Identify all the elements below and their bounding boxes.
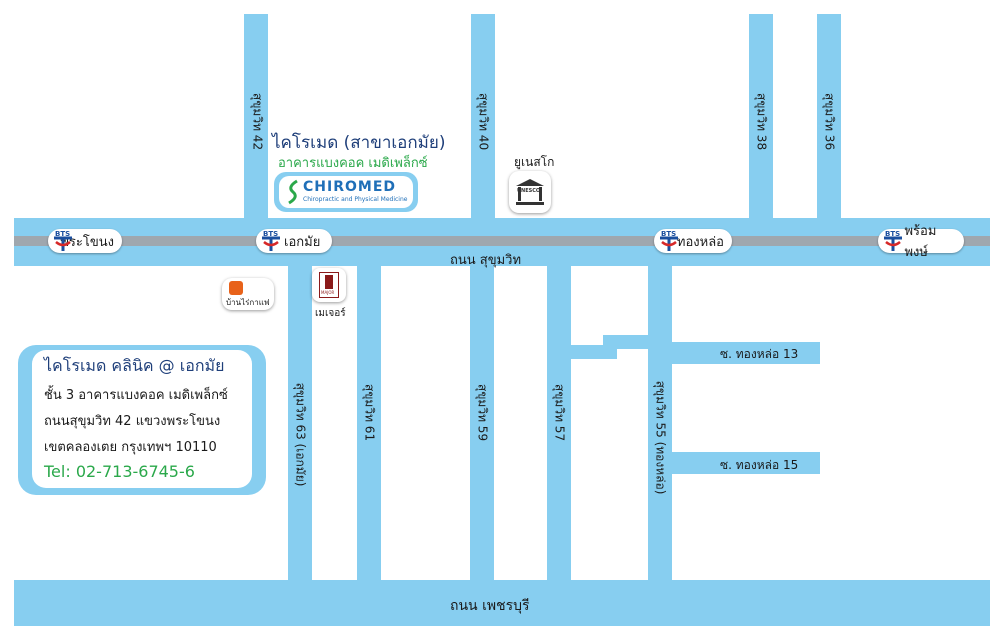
- clinic-title: ไคโรเมด คลินิค @ เอกมัย: [44, 356, 225, 375]
- bts-logo-icon: BTS: [52, 230, 72, 252]
- bts-station-ekkamai[interactable]: BTS เอกมัย: [256, 229, 332, 253]
- road-soi-42: [244, 14, 268, 220]
- road-soi-59: [470, 264, 494, 582]
- branch-building: อาคารแบงคอค เมดิเพล็กซ์: [278, 156, 428, 171]
- unesco-label: ยูเนสโก: [514, 155, 555, 169]
- clinic-address-line2: ถนนสุขุมวิท 42 แขวงพระโขนง: [44, 414, 221, 429]
- unesco-logo[interactable]: UNESCO: [509, 171, 551, 213]
- bts-logo-icon: BTS: [882, 230, 902, 252]
- label-sukhumvit: ถนน สุขุมวิท: [450, 253, 522, 268]
- label-thonglor-15: ซ. ทองหล่อ 15: [720, 458, 799, 472]
- major-logo[interactable]: MAJOR: [312, 268, 346, 302]
- bts-station-phra-khanong[interactable]: BTS พระโขนง: [48, 229, 122, 253]
- bts-logo-icon: BTS: [658, 230, 678, 252]
- bts-station-phrom-phong[interactable]: BTS พร้อมพงษ์: [878, 224, 964, 260]
- chiromed-logo-name: CHIROMED: [303, 179, 396, 195]
- bts-station-thonglor[interactable]: BTS ทองหล่อ: [654, 229, 732, 253]
- bts-rail: [14, 236, 990, 246]
- bts-station-name: เอกมัย: [284, 234, 321, 250]
- branch-title: ไคโรเมด (สาขาเอกมัย): [272, 133, 446, 153]
- chiromed-logo-tagline: Chiropractic and Physical Medicine: [303, 196, 408, 203]
- road-thonglor-13: [660, 342, 820, 364]
- road-connector: [560, 335, 670, 359]
- bts-station-name: พร้อมพงษ์: [904, 224, 937, 260]
- unesco-logo-text: UNESCO: [517, 188, 541, 194]
- label-soi-63: สุขุมวิท 63 (เอกมัย): [293, 382, 308, 487]
- road-soi-63: [288, 264, 312, 582]
- cafe-icon: [229, 281, 243, 295]
- chiromed-logo[interactable]: CHIROMED Chiropractic and Physical Medic…: [274, 172, 418, 212]
- label-soi-55: สุขุมวิท 55 (ทองหล่อ): [653, 380, 668, 495]
- label-soi-36: สุขุมวิท 36: [822, 92, 837, 151]
- road-soi-36: [817, 14, 841, 220]
- label-thonglor-13: ซ. ทองหล่อ 13: [720, 347, 799, 361]
- road-petchaburi: [14, 580, 990, 626]
- road-soi-57: [547, 264, 571, 582]
- clinic-address-line1: ชั้น 3 อาคารแบงคอค เมดิเพล็กซ์: [44, 388, 228, 403]
- road-thonglor-15: [660, 452, 820, 474]
- label-soi-38: สุขุมวิท 38: [754, 92, 769, 151]
- bts-station-name: ทองหล่อ: [676, 234, 724, 250]
- cafe-logo[interactable]: บ้านไร่กาแฟ: [222, 278, 274, 310]
- road-soi-38: [749, 14, 773, 220]
- clinic-address-line3: เขตคลองเตย กรุงเทพฯ 10110: [44, 440, 217, 455]
- bts-station-name: พระโขนง: [60, 234, 114, 250]
- label-soi-61: สุขุมวิท 61: [362, 383, 377, 442]
- label-soi-40: สุขุมวิท 40: [476, 92, 491, 151]
- label-soi-57: สุขุมวิท 57: [552, 383, 567, 442]
- road-soi-40: [471, 14, 495, 220]
- label-petchaburi: ถนน เพชรบุรี: [450, 598, 530, 614]
- bts-logo-icon: BTS: [260, 230, 282, 252]
- major-icon: MAJOR: [319, 272, 339, 298]
- clinic-info-inner: ไคโรเมด คลินิค @ เอกมัย ชั้น 3 อาคารแบงค…: [32, 350, 252, 488]
- road-soi-61: [357, 264, 381, 582]
- cafe-label: บ้านไร่กาแฟ: [226, 298, 270, 307]
- road-soi-55: [648, 264, 672, 582]
- label-soi-59: สุขุมวิท 59: [475, 383, 490, 442]
- label-soi-42: สุขุมวิท 42: [250, 92, 265, 151]
- unesco-temple-icon: [516, 179, 544, 205]
- major-label: เมเจอร์: [315, 308, 346, 319]
- major-logo-text: MAJOR: [321, 290, 335, 295]
- clinic-phone[interactable]: Tel: 02-713-6745-6: [44, 462, 195, 481]
- chiromed-spine-icon: [288, 179, 298, 205]
- clinic-info-card: ไคโรเมด คลินิค @ เอกมัย ชั้น 3 อาคารแบงค…: [18, 345, 266, 495]
